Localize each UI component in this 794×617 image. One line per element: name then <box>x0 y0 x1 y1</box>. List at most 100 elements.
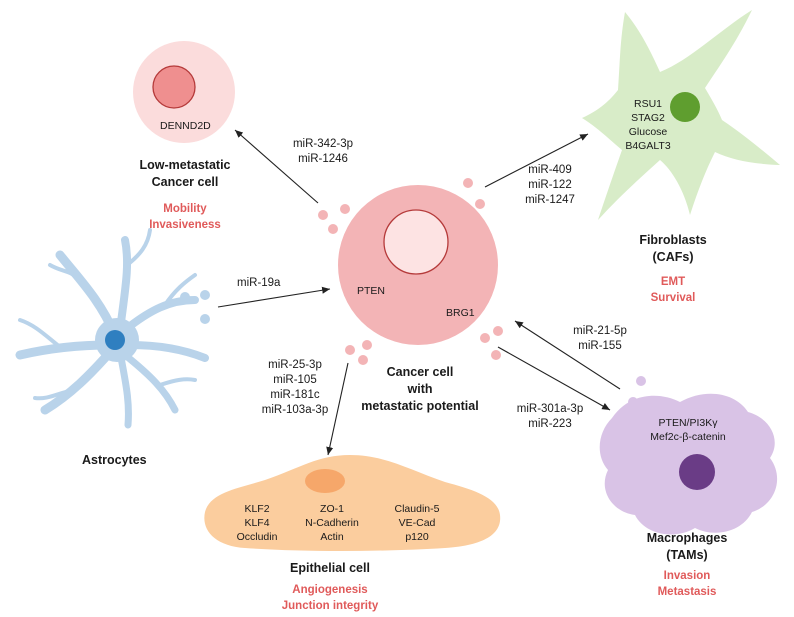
macrophage-effects: Invasion Metastasis <box>632 568 742 600</box>
mirna: miR-1246 <box>298 153 348 165</box>
marker: Occludin <box>236 531 278 543</box>
inner-line: RSU1 <box>633 98 662 110</box>
vesicle <box>200 290 210 300</box>
mirna: miR-105 <box>273 374 317 386</box>
mirna: miR-181c <box>270 389 320 401</box>
epithelial-col3: Claudin-5 VE-Cad p120 <box>377 502 457 544</box>
low-metastatic-title: Low-metastatic Cancer cell <box>120 157 250 191</box>
vesicle <box>200 314 210 324</box>
mirna: miR-342-3p <box>292 138 354 150</box>
vesicle <box>480 333 490 343</box>
marker: Actin <box>320 531 344 543</box>
arrows <box>217 129 621 456</box>
effect-line: Junction integrity <box>281 600 379 612</box>
mirna: miR-155 <box>578 340 622 352</box>
astrocyte-mirna: miR-19a <box>237 277 281 289</box>
marker: KLF4 <box>244 517 270 529</box>
cancer-nucleus <box>383 209 449 275</box>
effect-line: Survival <box>650 292 696 304</box>
arrow-to-epithelial <box>326 362 349 456</box>
vesicle <box>493 326 503 336</box>
mirna: miR-301a-3p <box>516 403 584 415</box>
macrophage-mirnas-in: miR-21-5p miR-155 <box>560 324 640 354</box>
arrow-to-fibroblasts <box>484 133 589 188</box>
vesicle <box>491 350 501 360</box>
mirna: miR-103a-3p <box>261 404 329 416</box>
effect-line: Mobility <box>163 203 207 215</box>
arrow-to-low-metastatic <box>234 129 319 204</box>
epithelial-cell <box>204 455 501 551</box>
low-metastatic-inner-label: DENND2D <box>160 120 211 132</box>
effect-line: Angiogenesis <box>292 584 368 596</box>
mirna: miR-25-3p <box>268 359 322 371</box>
vesicle <box>345 345 355 355</box>
fibroblast-inner-labels: RSU1 STAG2 Glucose B4GALT3 <box>613 97 683 153</box>
marker: VE-Cad <box>398 517 436 529</box>
fibroblast-title: Fibroblasts (CAFs) <box>628 232 718 266</box>
marker: Claudin-5 <box>394 503 440 515</box>
cancer-cell-title: Cancer cell with metastatic potential <box>345 364 495 415</box>
epithelial-mirnas: miR-25-3p miR-105 miR-181c miR-103a-3p <box>245 358 345 418</box>
epithelial-effects: Angiogenesis Junction integrity <box>255 582 405 614</box>
effect-line: Invasion <box>663 570 711 582</box>
macrophage-inner-labels: PTEN/PI3Kγ Mef2c-β-catenin <box>628 416 748 444</box>
low-metastatic-mirnas: miR-342-3p miR-1246 <box>278 137 368 167</box>
epithelial-col1: KLF2 KLF4 Occludin <box>222 502 292 544</box>
title-line: metastatic potential <box>361 399 479 413</box>
effect-line: Invasiveness <box>149 219 221 231</box>
vesicle <box>628 397 638 407</box>
arrow-from-astrocytes <box>217 286 331 308</box>
title-line: Fibroblasts <box>639 233 707 247</box>
mirna: miR-223 <box>528 418 572 430</box>
inner-line: Glucose <box>628 126 668 138</box>
vesicle <box>340 204 350 214</box>
marker: N-Cadherin <box>305 517 359 529</box>
fibroblast-nucleus <box>670 92 700 122</box>
marker: ZO-1 <box>320 503 344 515</box>
vesicle <box>318 210 328 220</box>
effect-line: EMT <box>660 276 686 288</box>
low-metastatic-effects: Mobility Invasiveness <box>120 201 250 233</box>
cancer-label-brg1: BRG1 <box>446 307 475 319</box>
vesicle <box>463 178 473 188</box>
vesicle <box>358 355 368 365</box>
macrophage-mirnas-out: miR-301a-3p miR-223 <box>505 402 595 432</box>
inner-line: PTEN/PI3Kγ <box>658 417 718 429</box>
arrow-from-macrophages <box>514 320 621 390</box>
astrocyte-title: Astrocytes <box>82 453 147 467</box>
marker: KLF2 <box>244 503 270 515</box>
mirna: miR-409 <box>528 164 572 176</box>
title-line: Macrophages <box>646 531 728 545</box>
cancer-label-pten: PTEN <box>357 285 386 297</box>
title-line: with <box>407 382 433 396</box>
mirna: miR-122 <box>528 179 572 191</box>
vesicle <box>180 292 190 302</box>
macrophage-title: Macrophages (TAMs) <box>632 530 742 564</box>
low-metastatic-nucleus <box>152 65 196 109</box>
title-line: Low-metastatic <box>139 158 231 172</box>
title-line: Cancer cell <box>151 175 219 189</box>
effect-line: Metastasis <box>657 586 717 598</box>
inner-line: B4GALT3 <box>625 140 671 152</box>
fibroblast-effects: EMT Survival <box>628 274 718 306</box>
inner-line: Mef2c-β-catenin <box>650 431 726 443</box>
title-line: (CAFs) <box>652 250 694 264</box>
mirna: miR-21-5p <box>573 325 627 337</box>
title-line: Cancer cell <box>386 365 454 379</box>
astrocyte-nucleus <box>105 330 125 350</box>
inner-line: STAG2 <box>631 112 665 124</box>
title-line: (TAMs) <box>666 548 708 562</box>
fibroblast-mirnas: miR-409 miR-122 miR-1247 <box>510 163 590 208</box>
vesicle <box>636 376 646 386</box>
vesicles <box>180 178 646 407</box>
vesicle <box>328 224 338 234</box>
astrocyte-cell <box>15 228 209 429</box>
macrophage-nucleus <box>679 454 715 490</box>
vesicle <box>475 199 485 209</box>
vesicle <box>362 340 372 350</box>
epithelial-title: Epithelial cell <box>290 561 370 575</box>
epithelial-nucleus <box>305 469 345 493</box>
arrow-to-macrophages <box>497 346 611 411</box>
epithelial-col2: ZO-1 N-Cadherin Actin <box>292 502 372 544</box>
